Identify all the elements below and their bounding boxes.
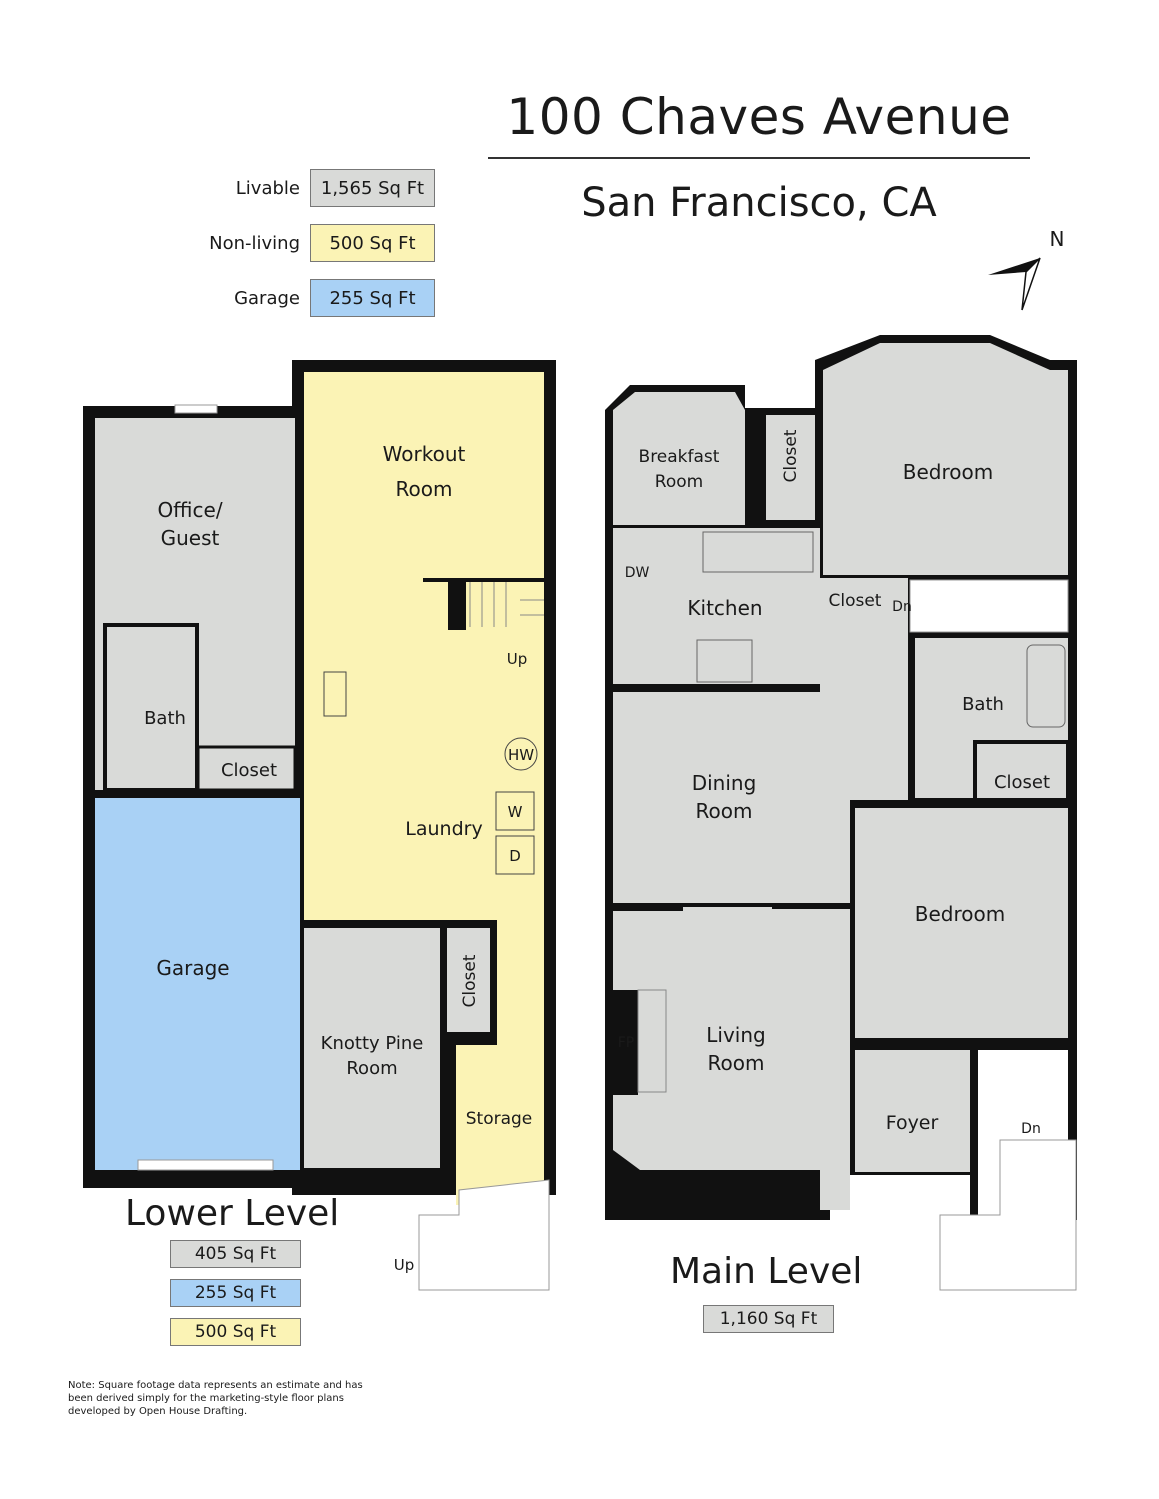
main-level-plan: Breakfast Room Closet Bedroom DW Kitchen… (605, 335, 1077, 1291)
room-closet-lower-2 (447, 928, 490, 1032)
north-label: N (1050, 227, 1065, 251)
room-label: Closet (781, 429, 801, 482)
room-closet-main (766, 415, 815, 520)
lower-garage-area: 255 Sq Ft (170, 1279, 301, 1307)
room-label: Closet (829, 591, 882, 611)
room-dining (613, 692, 850, 903)
room-bath-lower (103, 623, 199, 792)
room-label: W (508, 803, 523, 821)
room-label: Room (396, 477, 453, 501)
legend-garage: Garage 255 Sq Ft (150, 278, 435, 318)
room-label: Bath (144, 708, 186, 729)
legend-value: 500 Sq Ft (310, 224, 435, 262)
lower-level-plan: Workout Room Office/ Guest Bath Closet U… (83, 360, 556, 1291)
room-label: Closet (994, 772, 1050, 793)
legend-label: Garage (234, 287, 300, 309)
room-knotty-pine (304, 928, 440, 1168)
room-label: Laundry (405, 818, 482, 840)
room-label: Closet (221, 760, 277, 781)
room-label: Dn (892, 599, 912, 615)
room-garage (95, 798, 300, 1170)
room-bedroom-2 (855, 808, 1068, 1038)
legend-label: Livable (235, 177, 300, 199)
property-address: 100 Chaves Avenue (506, 88, 1012, 146)
room-label: Up (507, 650, 528, 668)
room-label: DW (625, 565, 650, 581)
room-closet-bath (973, 740, 1070, 802)
room-bedroom-1 (823, 343, 1068, 575)
room-label: Knotty Pine (321, 1033, 424, 1054)
legend-label: Non-living (209, 232, 300, 254)
lower-nonliving-area: 500 Sq Ft (170, 1318, 301, 1346)
room-breakfast (613, 392, 745, 525)
room-label: Up (394, 1256, 415, 1274)
room-label: HW (508, 746, 534, 764)
legend-nonliving: Non-living 500 Sq Ft (150, 223, 435, 263)
main-livable-area: 1,160 Sq Ft (703, 1305, 834, 1333)
room-label: Bedroom (915, 902, 1005, 926)
room-label: Closet (460, 954, 480, 1007)
room-label: FP (618, 1035, 635, 1051)
room-label: Kitchen (687, 596, 762, 620)
room-label: D (509, 847, 521, 865)
room-closet-lower (196, 745, 297, 792)
legend-livable: Livable 1,565 Sq Ft (150, 168, 435, 208)
room-foyer (855, 1050, 970, 1172)
room-label: Dining (692, 771, 757, 795)
north-arrow-icon: N (988, 227, 1065, 311)
lower-level-title: Lower Level (125, 1193, 340, 1234)
room-label: Breakfast (639, 447, 720, 467)
room-label: Dn (1021, 1121, 1041, 1137)
disclaimer-note: Note: Square footage data represents an … (68, 1380, 363, 1417)
room-label: Office/ (157, 498, 222, 522)
room-label: Bath (962, 694, 1004, 715)
room-storage (456, 1045, 544, 1205)
room-label: Workout (383, 442, 466, 466)
room-label: Room (708, 1051, 765, 1075)
title-divider (488, 157, 1030, 159)
room-workout-laundry (304, 372, 544, 920)
lower-livable-area: 405 Sq Ft (170, 1240, 301, 1268)
room-label: Room (346, 1058, 397, 1079)
legend-value: 255 Sq Ft (310, 279, 435, 317)
room-living (613, 907, 850, 1210)
room-label: Storage (466, 1109, 533, 1129)
room-kitchen (613, 528, 820, 684)
room-label: Garage (156, 956, 229, 980)
main-level-title: Main Level (670, 1251, 863, 1292)
property-city: San Francisco, CA (581, 180, 937, 226)
room-label: Room (696, 799, 753, 823)
room-label: Room (655, 472, 703, 492)
room-label: Living (706, 1023, 765, 1047)
room-label: Guest (161, 526, 220, 550)
legend-value: 1,565 Sq Ft (310, 169, 435, 207)
room-label: Bedroom (903, 460, 993, 484)
room-label: Foyer (886, 1112, 939, 1134)
